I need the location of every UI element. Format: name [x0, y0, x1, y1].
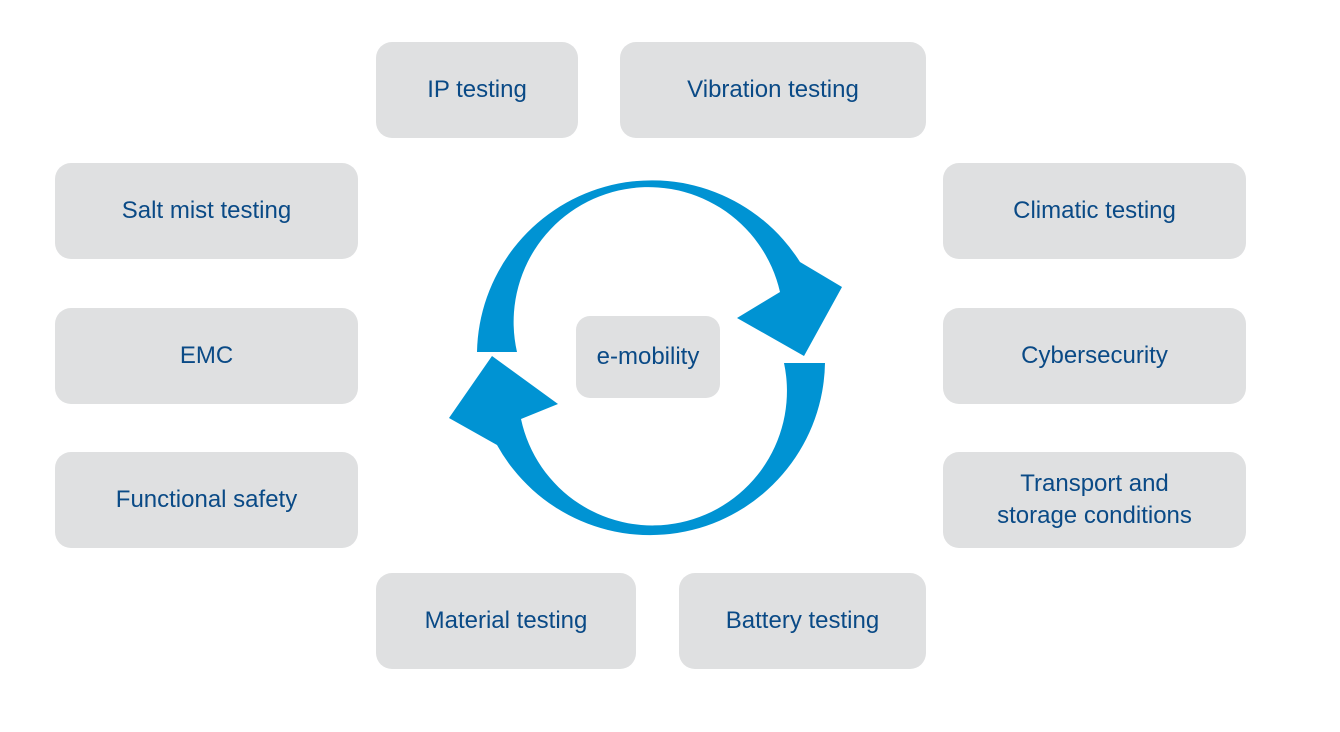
- box-transport-storage: Transport and storage conditions: [943, 452, 1246, 548]
- box-label: Cybersecurity: [1021, 342, 1168, 369]
- box-label: Transport and storage conditions: [997, 470, 1192, 529]
- box-label: Battery testing: [725, 607, 880, 634]
- box-label: Salt mist testing: [121, 197, 292, 224]
- box-salt-mist-testing: Salt mist testing: [55, 163, 358, 259]
- box-cybersecurity: Cybersecurity: [943, 308, 1246, 404]
- box-material-testing: Material testing: [376, 573, 636, 669]
- box-label: Vibration testing: [687, 76, 859, 103]
- cycle-arrow-top-icon: [477, 180, 842, 356]
- box-label: IP testing: [427, 76, 527, 103]
- box-emc: EMC: [55, 308, 358, 404]
- center-label-e-mobility: e-mobility: [576, 316, 720, 398]
- box-label: Climatic testing: [1013, 197, 1176, 224]
- box-label: Material testing: [424, 607, 588, 634]
- box-functional-safety: Functional safety: [55, 452, 358, 548]
- box-climatic-testing: Climatic testing: [943, 163, 1246, 259]
- box-ip-testing: IP testing: [376, 42, 578, 138]
- cycle-arrow-bottom-icon: [449, 356, 825, 536]
- center-label-text: e-mobility: [596, 343, 700, 370]
- box-battery-testing: Battery testing: [679, 573, 926, 669]
- box-label: Functional safety: [115, 486, 298, 513]
- box-vibration-testing: Vibration testing: [620, 42, 926, 138]
- box-label: EMC: [179, 342, 234, 369]
